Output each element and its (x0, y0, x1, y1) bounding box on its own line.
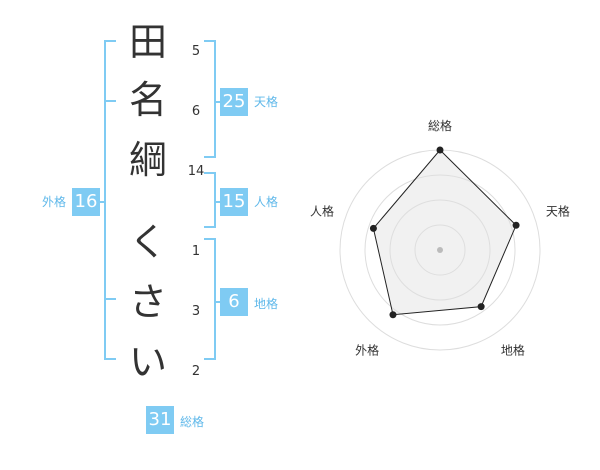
radar-ring (364, 174, 516, 326)
radar-point (477, 303, 485, 311)
jinkaku-label: 人格 (254, 195, 279, 209)
tenkaku-value-badge: 25 (220, 88, 248, 116)
name-char-1: 田 (128, 20, 167, 64)
soukaku-label: 総格 (180, 415, 205, 429)
name-char-5: さ (128, 280, 167, 324)
tenkaku-label: 天格 (254, 95, 279, 109)
radar-axis-label: 人格 (310, 204, 334, 219)
chikaku-label: 地格 (254, 297, 279, 311)
stroke-count-3: 14 (187, 164, 205, 179)
stroke-count-1: 5 (191, 44, 201, 59)
name-char-2: 名 (128, 78, 167, 122)
jinkaku-value-badge: 15 (220, 188, 248, 216)
radar-polygon (372, 149, 517, 316)
radar-point (369, 224, 377, 232)
chikaku-value-badge: 6 (220, 288, 248, 316)
radar-axis-label: 天格 (546, 204, 570, 219)
stroke-count-6: 2 (191, 364, 201, 379)
name-char-6: い (128, 340, 167, 384)
name-char-4: く (128, 220, 167, 264)
radar-ring (389, 199, 491, 301)
radar-center-dot (437, 247, 443, 253)
radar-point (436, 146, 444, 154)
gaikaku-label: 外格 (42, 195, 67, 209)
radar-axis-label: 地格 (501, 342, 525, 357)
stroke-count-5: 3 (191, 304, 201, 319)
soukaku-value-badge: 31 (146, 406, 174, 434)
radar-point (389, 311, 397, 319)
radar-point (512, 221, 520, 229)
radar-axis-label: 総格 (428, 118, 452, 133)
gaikaku-value-badge: 16 (72, 188, 100, 216)
radar-axis-label: 外格 (355, 342, 379, 357)
radar-ring (414, 224, 466, 276)
stroke-count-4: 1 (191, 244, 201, 259)
radar-points (369, 146, 520, 319)
name-char-3: 綱 (128, 138, 167, 182)
stroke-count-2: 6 (191, 104, 201, 119)
